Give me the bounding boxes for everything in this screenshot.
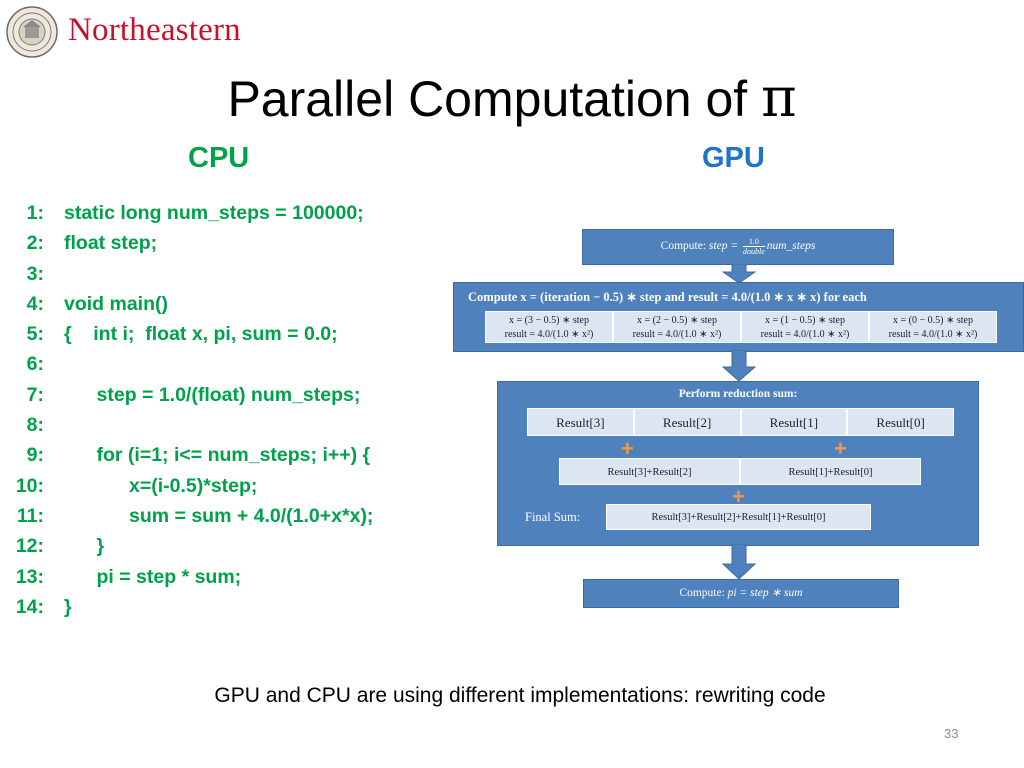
code-line: 13: pi = step * sum;	[0, 562, 430, 592]
iteration-cell: x = (3 − 0.5) ∗ step result = 4.0/(1.0 ∗ …	[485, 311, 613, 343]
iteration-cell: x = (2 − 0.5) ∗ step result = 4.0/(1.0 ∗ …	[613, 311, 741, 343]
code-line: 2: float step;	[0, 228, 430, 258]
step-denominator: double	[742, 246, 765, 256]
compute-pi-box: Compute: pi = step ∗ sum	[583, 579, 899, 608]
result-cell: Result[1]	[740, 408, 848, 436]
code-text: float step;	[64, 232, 158, 255]
line-number: 10:	[15, 474, 44, 497]
code-text: }	[64, 595, 72, 618]
code-line: 8:	[0, 410, 430, 440]
final-sum-cell: Result[3]+Result[2]+Result[1]+Result[0]	[606, 504, 871, 530]
code-text: step = 1.0/(float) num_steps;	[64, 383, 361, 406]
slide-title: Parallel Computation of π	[0, 66, 1024, 129]
step-numerator: 1.0	[742, 237, 765, 247]
iteration-cell: x = (1 − 0.5) ∗ step result = 4.0/(1.0 ∗ …	[741, 311, 869, 343]
code-text: { int i; float x, pi, sum = 0.0;	[64, 323, 338, 346]
code-line: 6:	[0, 349, 430, 379]
code-line: 12: }	[0, 531, 430, 561]
result-cell: Result[2]	[633, 408, 741, 436]
code-text: }	[64, 535, 105, 558]
line-number: 3:	[26, 262, 44, 285]
iteration-x: x = (1 − 0.5) ∗ step	[765, 315, 845, 326]
compute-each-label: Compute x = (iteration − 0.5) ∗ step and…	[468, 290, 867, 304]
plus-icon: +	[834, 436, 847, 461]
code-line: 5: { int i; float x, pi, sum = 0.0;	[0, 319, 430, 349]
code-text: pi = step * sum;	[64, 565, 242, 588]
northeastern-wordmark: Northeastern	[68, 12, 241, 48]
compute-each-box: Compute x = (iteration − 0.5) ∗ step and…	[453, 282, 1024, 352]
code-line: 1: static long num_steps = 100000;	[0, 198, 430, 228]
line-number: 8:	[26, 414, 44, 437]
code-text: x=(i-0.5)*step;	[64, 474, 258, 497]
line-number: 7:	[26, 383, 44, 406]
code-line: 4: void main()	[0, 289, 430, 319]
step-rhs: num_steps	[766, 240, 816, 252]
code-line: 7: step = 1.0/(float) num_steps;	[0, 380, 430, 410]
pi-symbol: π	[761, 66, 797, 129]
pair-sum-cell: Result[1]+Result[0]	[740, 458, 921, 485]
compute-step-prefix: Compute:	[660, 240, 709, 252]
plus-icon: +	[732, 484, 745, 509]
result-cell: Result[0]	[847, 408, 954, 436]
flow-arrow-icon	[722, 350, 756, 382]
code-text: static long num_steps = 100000;	[64, 202, 364, 224]
pair-sum-cell: Result[3]+Result[2]	[559, 458, 740, 485]
iteration-result: result = 4.0/(1.0 ∗ x²)	[632, 329, 722, 340]
code-line: 11: sum = sum + 4.0/(1.0+x*x);	[0, 501, 430, 531]
result-cell: Result[3]	[527, 408, 634, 436]
line-number: 13:	[15, 565, 44, 588]
cpu-code-listing: 1: static long num_steps = 100000; 2: float…	[0, 198, 430, 622]
compute-cells: x = (3 − 0.5) ∗ step result = 4.0/(1.0 ∗ …	[485, 311, 997, 343]
compute-pi-prefix: Compute:	[679, 587, 728, 599]
reduction-box: Perform reduction sum:	[497, 381, 979, 546]
line-number: 6:	[26, 353, 44, 376]
reduction-title: Perform reduction sum:	[678, 388, 798, 400]
iteration-result: result = 4.0/(1.0 ∗ x²)	[888, 329, 978, 340]
plus-icon: +	[621, 436, 634, 461]
code-line: 14:}	[0, 592, 430, 622]
line-number: 12:	[15, 535, 44, 558]
line-number: 11:	[16, 504, 44, 527]
iteration-result: result = 4.0/(1.0 ∗ x²)	[760, 329, 850, 340]
line-number: 1:	[26, 202, 44, 224]
line-number: 9:	[26, 444, 44, 467]
result-cells: Result[3]Result[2]Result[1]Result[0]	[527, 408, 954, 436]
compute-pi-formula: Compute: pi = step ∗ sum	[584, 580, 898, 607]
line-number: 2:	[26, 232, 44, 255]
iteration-x: x = (3 − 0.5) ∗ step	[509, 315, 589, 326]
code-line: 10: x=(i-0.5)*step;	[0, 471, 430, 501]
line-number: 4:	[26, 292, 44, 315]
code-text: for (i=1; i<= num_steps; i++) {	[64, 444, 371, 467]
iteration-cell: x = (0 − 0.5) ∗ step result = 4.0/(1.0 ∗ …	[869, 311, 997, 343]
iteration-x: x = (0 − 0.5) ∗ step	[893, 315, 973, 326]
northeastern-seal-logo	[6, 6, 58, 58]
slide-number: 33	[944, 726, 959, 741]
cpu-heading: CPU	[188, 142, 250, 174]
line-number: 5:	[26, 323, 44, 346]
iteration-x: x = (2 − 0.5) ∗ step	[637, 315, 717, 326]
iteration-result: result = 4.0/(1.0 ∗ x²)	[504, 329, 594, 340]
compute-step-lhs: step =	[708, 240, 741, 252]
compute-pi-expression: pi = step ∗ sum	[727, 587, 803, 599]
code-text: void main()	[64, 292, 169, 315]
flow-arrow-icon	[722, 264, 756, 284]
flow-arrow-icon	[722, 544, 756, 580]
gpu-heading: GPU	[702, 142, 765, 174]
code-line: 9: for (i=1; i<= num_steps; i++) {	[0, 440, 430, 470]
slide-title-text: Parallel Computation of	[227, 71, 762, 127]
code-line: 3:	[0, 259, 430, 289]
slide-caption: GPU and CPU are using different implemen…	[214, 684, 826, 707]
final-sum-label: Final Sum:	[525, 510, 581, 524]
pair-cells: Result[3]+Result[2]Result[1]+Result[0]	[559, 458, 921, 485]
code-text: sum = sum + 4.0/(1.0+x*x);	[64, 504, 374, 527]
line-number: 14:	[15, 595, 44, 618]
